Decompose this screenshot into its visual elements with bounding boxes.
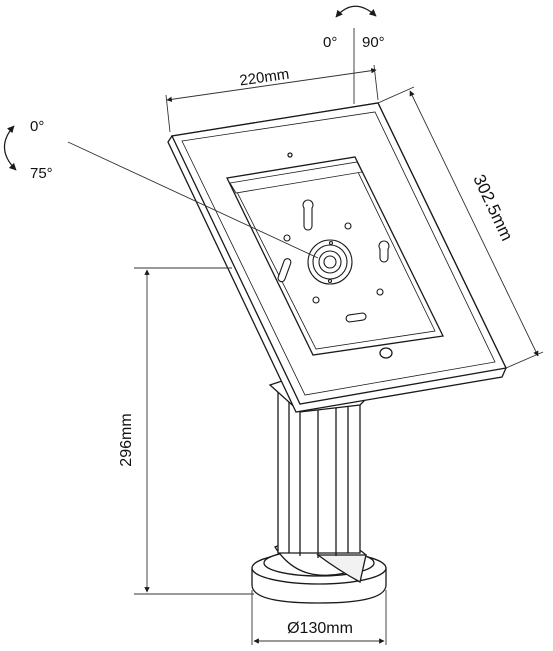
enclosure-height-extension-top: [377, 86, 415, 104]
enclosure-height-dimension: [377, 86, 544, 369]
screw-hole-1: [283, 234, 291, 242]
tilt-indicator: [3, 125, 17, 171]
tilt-min-label: 0°: [30, 118, 44, 135]
column: [277, 387, 361, 558]
base-diameter-dimension: [251, 590, 387, 645]
home-button-hole: [379, 347, 393, 359]
swivel-dot-bottom: [327, 278, 333, 284]
base-diameter-label: Ø130mm: [287, 620, 353, 637]
mount-plate: [277, 199, 390, 323]
screw-hole-4: [376, 288, 384, 296]
swivel-indicator: [335, 5, 377, 104]
width-label: 220mm: [238, 66, 290, 90]
stand-height-label: 296mm: [118, 413, 135, 466]
tilt-max-label: 75°: [30, 165, 53, 182]
enclosure-inner-frame: [181, 111, 496, 396]
swivel-min-label: 0°: [323, 34, 337, 51]
stand-height-dimension: [134, 267, 254, 595]
keyhole-slot-right: [378, 240, 390, 263]
base-collar-fold: [316, 554, 367, 583]
swivel-hub: [323, 255, 337, 269]
swivel-arrow-icon: [335, 5, 377, 18]
front-camera-hole: [287, 152, 293, 158]
swivel-max-label: 90°: [362, 34, 385, 51]
tilt-arrow-icon: [3, 125, 17, 171]
width-extension-left: [165, 94, 171, 133]
screw-hole-2: [344, 222, 352, 230]
swivel-dot-top: [328, 240, 334, 246]
screw-hole-3: [312, 296, 320, 304]
slot-left: [277, 258, 292, 283]
slot-bottom: [345, 312, 367, 323]
enclosure-height-label: 302.5mm: [469, 172, 516, 244]
width-dimension-line: [166, 68, 377, 102]
keyhole-slot-top: [302, 199, 314, 231]
top-lip: [229, 161, 363, 194]
enclosure-height-dimension-line: [409, 90, 539, 357]
tilt-axis-line: [67, 141, 319, 259]
width-dimension: [165, 64, 379, 133]
